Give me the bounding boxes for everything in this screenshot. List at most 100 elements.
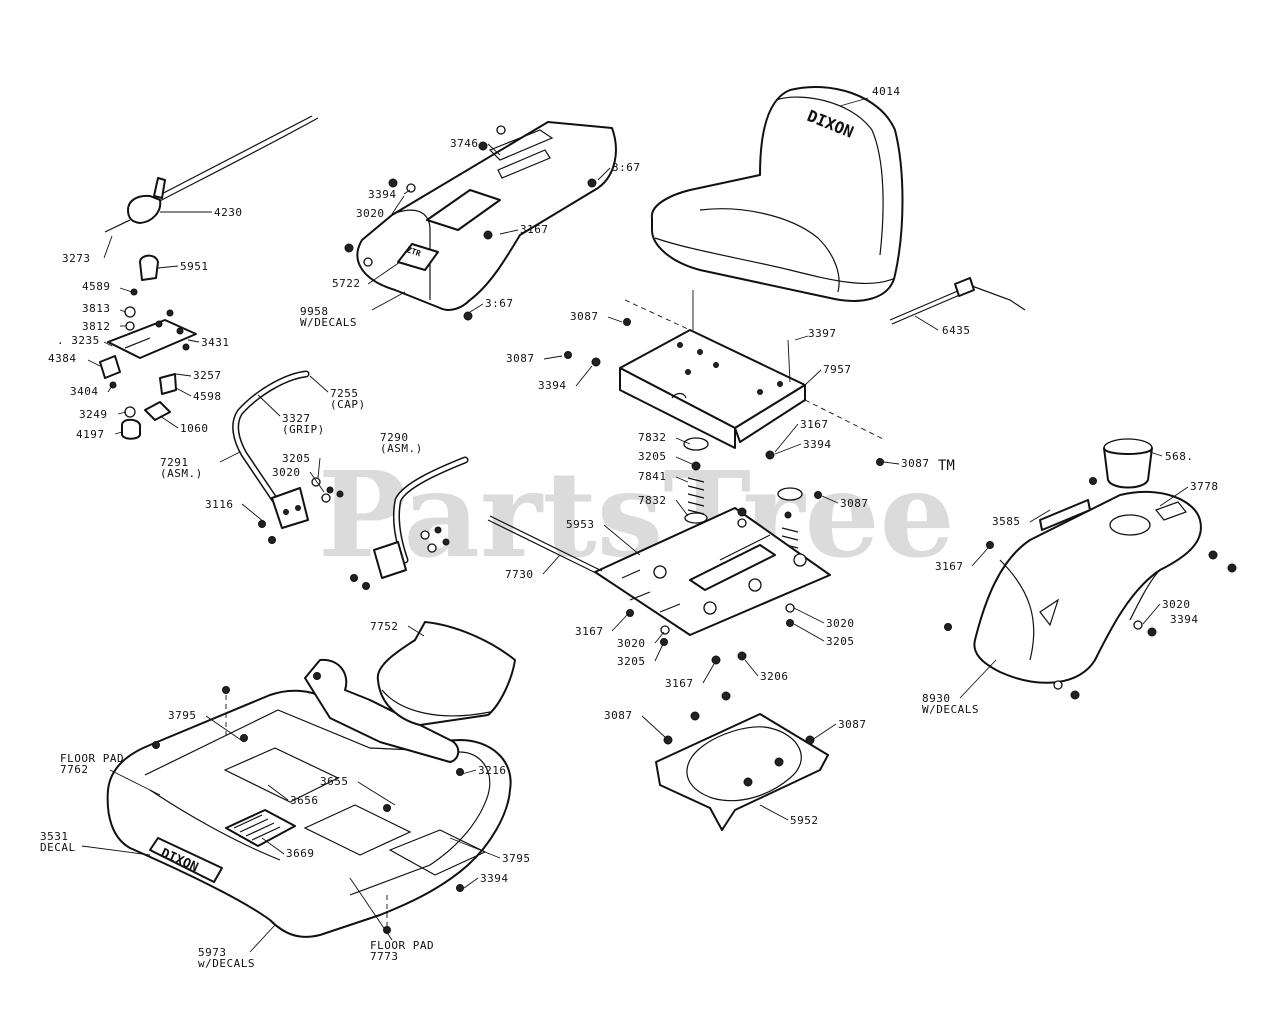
seat-slide-rod[interactable]	[487, 515, 603, 576]
callout-c3778: 3778	[1190, 480, 1219, 493]
callout-line: 4589	[82, 280, 111, 293]
callout-line: 3585	[992, 515, 1021, 528]
base-plate-5953[interactable]	[594, 507, 831, 636]
callout-c3394b: 3394	[538, 379, 567, 392]
callout-c3116: 3116	[205, 498, 234, 511]
callout-c3813: 3813	[82, 302, 111, 315]
callout-c3205d: 3205	[617, 655, 646, 668]
callout-c7841: 7841	[638, 470, 667, 483]
callout-c3167d: 3167	[800, 418, 829, 431]
callout-c3205b: 3205	[282, 452, 311, 465]
callout-c3020d: 3020	[826, 617, 855, 630]
callout-line: 7730	[505, 568, 534, 581]
callout-line: 7773	[370, 950, 399, 963]
callout-c3394c: 3394	[803, 438, 832, 451]
callout-line: 3404	[70, 385, 99, 398]
callout-line: 7832	[638, 494, 667, 507]
callout-line: 3812	[82, 320, 111, 333]
mount-plate-5952[interactable]	[655, 691, 829, 831]
handle-bar-7291[interactable]	[232, 370, 310, 529]
svg-text:ZTR: ZTR	[405, 245, 422, 258]
callout-c3404: 3404	[70, 385, 99, 398]
callout-line: 3020	[617, 637, 646, 650]
callout-c3087f: 3087	[838, 718, 867, 731]
callout-c3167g: 3167	[665, 677, 694, 690]
seat-switch[interactable]	[889, 277, 1026, 325]
callout-line: 3655	[320, 775, 349, 788]
callout-line: 3020	[356, 207, 385, 220]
rear-fender[interactable]: ZTR	[356, 121, 617, 311]
fender-hardware	[344, 125, 597, 321]
callout-line: 3167	[800, 418, 829, 431]
callout-line: 7762	[60, 763, 89, 776]
callout-line: 8930	[922, 692, 951, 705]
callout-line: 7752	[370, 620, 399, 633]
callout-line: FLOOR PAD	[370, 939, 434, 952]
callout-c3327: 3327(GRIP)	[282, 412, 325, 436]
callout-c3795b: 3795	[502, 852, 531, 865]
callout-c4014: 4014	[872, 85, 901, 98]
callout-c3394a: 3394	[368, 188, 397, 201]
floor-hardware	[152, 672, 464, 934]
callout-c6435: 6435	[942, 324, 971, 337]
callout-c3655: 3655	[320, 775, 349, 788]
callout-c4598: 4598	[193, 390, 222, 403]
seat-cushion[interactable]: DIXON	[650, 86, 904, 302]
callout-line: (ASM.)	[380, 442, 423, 455]
callout-c3087c: 3087	[901, 457, 930, 470]
ignition-plate-assembly[interactable]	[99, 254, 197, 440]
callout-line: (CAP)	[330, 398, 366, 411]
callout-c3087a: 3087	[570, 310, 599, 323]
callout-c5952: 5952	[790, 814, 819, 827]
callout-line: 4197	[76, 428, 105, 441]
callout-c3746: 3746	[450, 137, 479, 150]
callout-line: . 3235	[57, 334, 100, 347]
callout-c3249: 3249	[79, 408, 108, 421]
callout-line: 3167	[575, 625, 604, 638]
floor-pad-7752[interactable]	[376, 621, 516, 726]
handle-bar-7290[interactable]	[373, 456, 469, 579]
callout-c5722: 5722	[332, 277, 361, 290]
callout-line: 3669	[286, 847, 315, 860]
throttle-cable[interactable]	[104, 115, 319, 233]
fuel-cup-568[interactable]	[1103, 438, 1153, 489]
callout-line: 3531	[40, 830, 69, 843]
callout-line: 7841	[638, 470, 667, 483]
callout-line: 7255	[330, 387, 359, 400]
callout-line: 3087	[840, 497, 869, 510]
callout-c4384: 4384	[48, 352, 77, 365]
callout-line: DECAL	[40, 841, 76, 854]
callout-c1060: 1060	[180, 422, 209, 435]
callout-c3273: 3273	[62, 252, 91, 265]
panel-logo: ZTR	[405, 245, 422, 258]
callout-line: 3020	[1162, 598, 1191, 611]
callout-line: 3:67	[612, 161, 641, 174]
callout-c7291: 7291(ASM.)	[160, 456, 203, 480]
right-fender-8930[interactable]	[973, 490, 1202, 684]
callout-line: 7291	[160, 456, 189, 469]
callout-line: 5953	[566, 518, 595, 531]
callout-line: W/DECALS	[922, 703, 979, 716]
floor-pan[interactable]: DIXON	[106, 658, 512, 938]
callout-line: 4014	[872, 85, 901, 98]
callout-c4197: 4197	[76, 428, 105, 441]
callout-c3235: . 3235	[57, 334, 100, 347]
callout-c3795a: 3795	[168, 709, 197, 722]
callout-c7255: 7255(CAP)	[330, 387, 366, 411]
callout-line: 3:67	[485, 297, 514, 310]
callout-line: 3656	[290, 794, 319, 807]
leader-lines	[81, 97, 1189, 953]
callout-line: 5951	[180, 260, 209, 273]
handle-hardware	[258, 477, 450, 590]
callout-c3087b: 3087	[506, 352, 535, 365]
callout-line: 5973	[198, 946, 227, 959]
callout-line: 3205	[826, 635, 855, 648]
callout-c7730: 7730	[505, 568, 534, 581]
watermark-tm: TM	[938, 458, 955, 474]
callout-line: 5952	[790, 814, 819, 827]
callout-line: 7290	[380, 431, 409, 444]
seat-mounting-bracket[interactable]	[619, 329, 806, 449]
